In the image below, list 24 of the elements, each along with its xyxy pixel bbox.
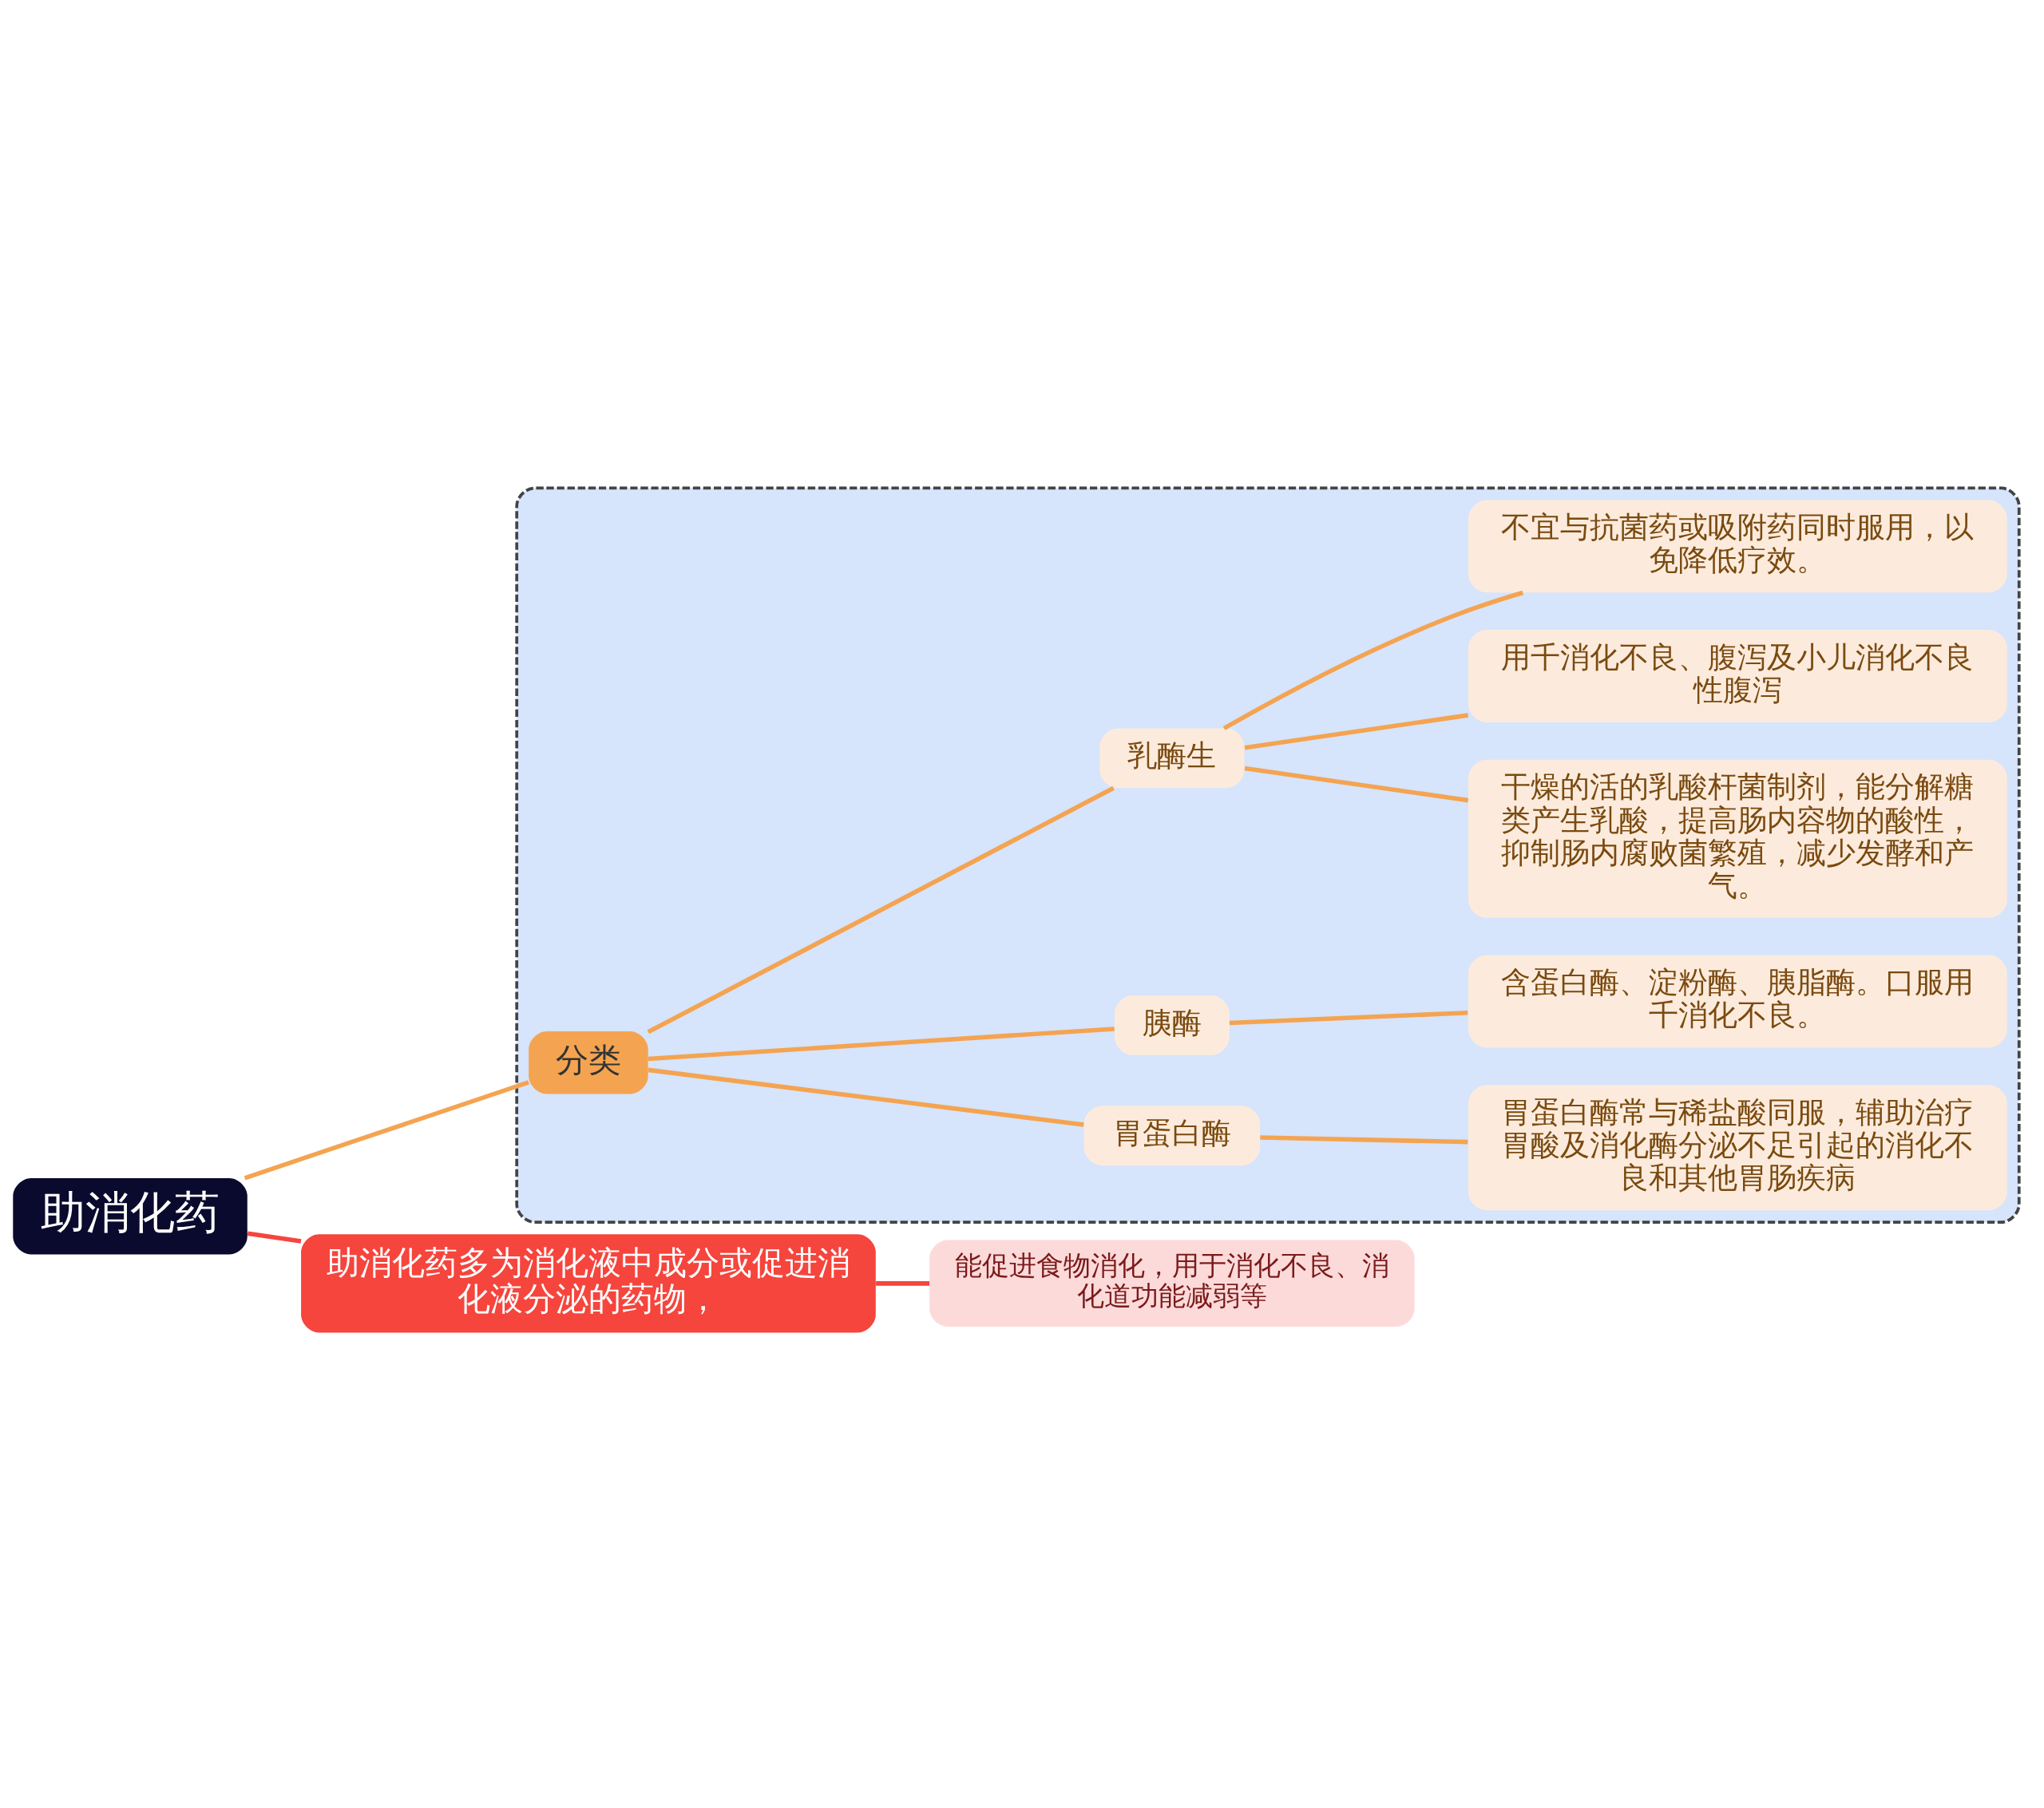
node-box: 能促进食物消化，用于消化不良、消化道功能减弱等 xyxy=(929,1240,1415,1327)
connector xyxy=(1244,712,1469,750)
node-box: 助消化药多为消化液中成分或促进消化液分泌的药物， xyxy=(301,1233,876,1332)
connector xyxy=(1222,590,1524,730)
connector xyxy=(1260,1134,1468,1144)
node-box: 不宜与抗菌药或吸附药同时服用，以免降低疗效。 xyxy=(1468,499,2007,592)
node-box: 助消化药 xyxy=(13,1177,248,1254)
node-box: 胰酶 xyxy=(1114,995,1230,1055)
cluster xyxy=(515,486,2021,1224)
connector xyxy=(876,1280,930,1286)
connector xyxy=(247,1230,302,1244)
node-box: 胃蛋白酶 xyxy=(1083,1105,1261,1165)
connector xyxy=(648,1067,1084,1127)
node-box: 乳酶生 xyxy=(1099,727,1245,788)
connector xyxy=(1244,766,1469,802)
connector xyxy=(244,1079,529,1181)
node-box: 分类 xyxy=(529,1031,648,1094)
connector xyxy=(648,1026,1115,1061)
node-box: 用千消化不良、腹泻及小儿消化不良性腹泻 xyxy=(1468,629,2007,722)
connector xyxy=(1229,1010,1468,1025)
connector xyxy=(647,785,1115,1034)
node-box: 胃蛋白酶常与稀盐酸同服，辅助治疗胃酸及消化酶分泌不足引起的消化不良和其他胃肠疾病 xyxy=(1468,1084,2007,1210)
node-box: 含蛋白酶、淀粉酶、胰脂酶。口服用千消化不良。 xyxy=(1468,955,2007,1047)
node-box: 干燥的活的乳酸杆菌制剂，能分解糖类产生乳酸，提高肠内容物的酸性，抑制肠内腐败菌繁殖，减少发酵和产气。 xyxy=(1468,759,2007,918)
